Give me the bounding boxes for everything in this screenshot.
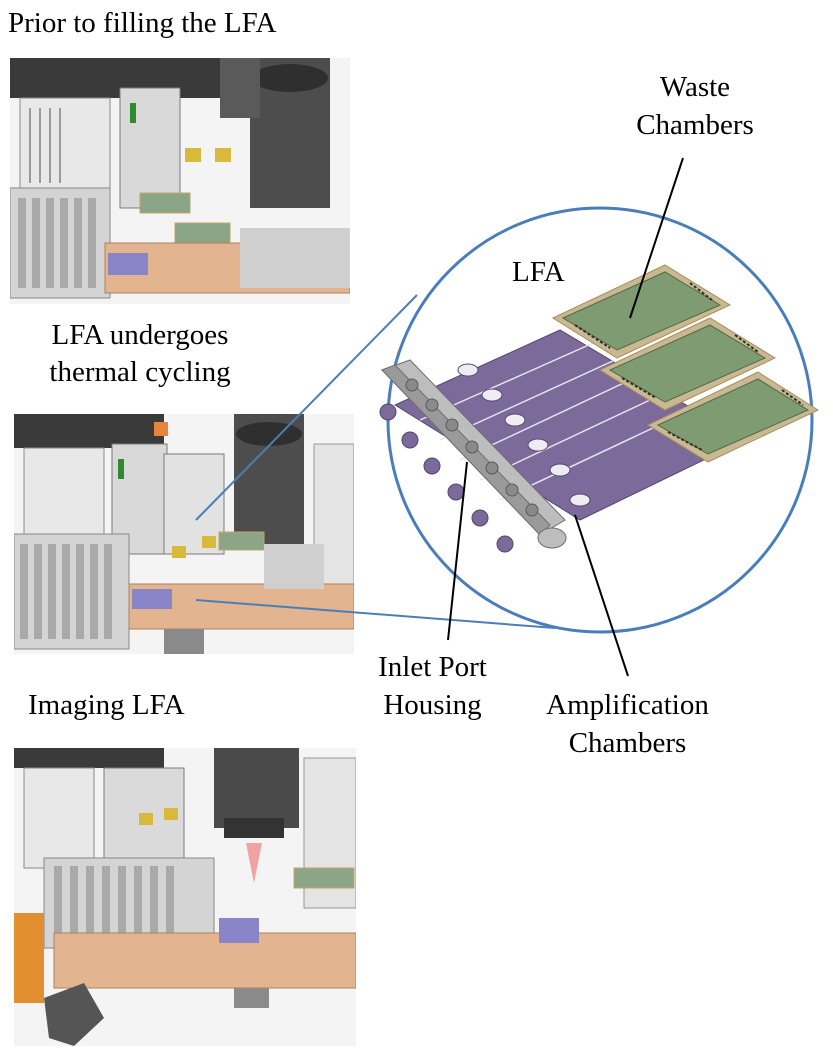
label-amp-line1: Amplification xyxy=(546,689,709,721)
caption-step2-line1: LFA undergoes xyxy=(51,319,229,351)
leader-inlet-port-housing xyxy=(447,461,468,641)
caption-step2-line2: thermal cycling xyxy=(49,356,231,388)
zoom-connector-lower xyxy=(195,599,556,629)
label-amp-line2: Chambers xyxy=(568,727,687,759)
instrument-image-thermal-cycling xyxy=(14,414,354,654)
label-waste-line2: Chambers xyxy=(636,109,754,141)
inlet-port-housing xyxy=(381,359,567,549)
label-lfa: LFA xyxy=(512,256,565,288)
label-inlet-line1: Inlet Port xyxy=(378,651,487,683)
leader-waste-chambers xyxy=(629,157,684,319)
instrument-image-prior-to-filling xyxy=(10,58,350,304)
caption-step3: Imaging LFA xyxy=(28,689,185,721)
caption-step1: Prior to filling the LFA xyxy=(8,7,277,39)
label-inlet-line2: Housing xyxy=(383,689,482,721)
zoom-connector-upper xyxy=(195,294,418,521)
leader-amplification-chambers xyxy=(574,514,629,677)
waste-chambers xyxy=(551,264,820,463)
instrument-image-imaging xyxy=(14,748,356,1046)
label-waste-line1: Waste xyxy=(659,71,731,103)
